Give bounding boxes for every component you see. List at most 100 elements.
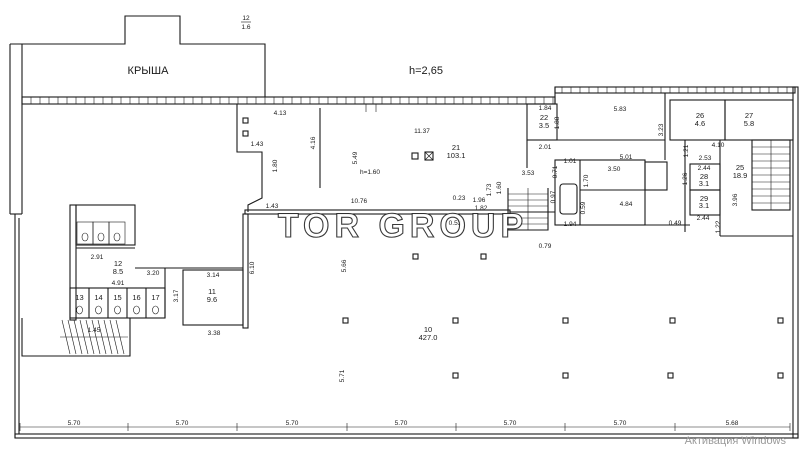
stairs-left (21, 318, 131, 357)
dimension-label: 4.16 (310, 136, 317, 149)
dimension-label: 5.49 (352, 151, 359, 164)
dimension-label: 1.45 (88, 327, 101, 334)
roof-mark-bottom: 1.6 (241, 24, 250, 31)
bottom-dimensions: 5.70 5.70 5.70 5.70 5.70 5.70 5.68 (68, 420, 739, 427)
toilet-icon (95, 305, 102, 315)
stall-number: 17 (151, 293, 159, 302)
room-labels: 10 427.0 11 9.6 12 8.5 21 103.1 22 3.5 2… (113, 111, 754, 342)
dimension-label: 5.70 (176, 420, 189, 427)
dimension-label: 2.01 (539, 144, 552, 151)
room-area: 4.6 (695, 119, 705, 128)
dimension-label: 6.10 (249, 261, 256, 274)
dimension-label: 2.53 (699, 155, 712, 162)
stall-number: 16 (132, 293, 140, 302)
room-number: 29 (700, 194, 708, 203)
dimension-label: 1.01 (564, 158, 577, 165)
dimension-label: 0.79 (539, 243, 552, 250)
dimension-label: 1.88 (554, 116, 561, 129)
room-number: 10 (424, 325, 432, 334)
dimension-label: 4.91 (112, 280, 125, 287)
windows-activation-notice: Активация Windows (685, 435, 787, 447)
dimension-label: 1.22 (715, 220, 722, 233)
dimension-label: 5.70 (395, 420, 408, 427)
toilet-icon (76, 305, 83, 315)
columns (342, 253, 784, 379)
room-area: 18.9 (733, 171, 748, 180)
dimension-label: 11.37 (414, 128, 430, 135)
dimension-label: 3.17 (173, 289, 180, 302)
dimension-labels: 4.13 11.37 1.84 5.83 1.88 3.23 4.10 2.01… (88, 105, 739, 382)
dimension-label: 5.70 (68, 420, 81, 427)
room-area: 8.5 (113, 267, 123, 276)
stairs-center (507, 188, 549, 231)
dimension-label: 3.96 (732, 193, 739, 206)
dimension-label: 3.38 (208, 330, 221, 337)
dimension-label: 1.84 (539, 105, 552, 112)
room-number: 25 (736, 163, 744, 172)
dimension-label: 4.13 (274, 110, 287, 117)
bottom-dimension-line (19, 423, 791, 431)
dimension-label: 3.20 (147, 270, 160, 277)
stall-number: 15 (113, 293, 121, 302)
dimension-label: 2.44 (697, 215, 710, 222)
mezzanine-height: h=1.60 (360, 169, 380, 176)
dimension-label: 4.84 (620, 201, 633, 208)
room-number: 12 (114, 259, 122, 268)
room-number: 11 (208, 287, 216, 296)
dimension-label: 0.59 (580, 201, 587, 214)
dimension-label: 5.66 (341, 259, 348, 272)
toilet-icon (114, 305, 121, 315)
dimension-label: 1.60 (496, 181, 503, 194)
dimension-label: 0.71 (552, 165, 559, 178)
dimension-label: 1.43 (266, 203, 279, 210)
dimension-label: 1.80 (272, 159, 279, 172)
dimension-label: 3.53 (522, 170, 535, 177)
dimension-label: 1.43 (251, 141, 264, 148)
toilet-icon (152, 305, 159, 315)
dimension-label: 0.23 (453, 195, 466, 202)
roof-height: h=2,65 (409, 65, 443, 77)
dimension-label: 1.73 (486, 183, 493, 196)
dimension-label: 0.97 (550, 190, 557, 203)
dimension-label: 5.70 (286, 420, 299, 427)
stairs-right (751, 139, 791, 211)
room-area: 3.5 (539, 121, 549, 130)
toilet-icon (133, 305, 140, 315)
dimension-label: 1.82 (475, 205, 488, 212)
vent-marker (424, 151, 434, 161)
room-number: 26 (696, 111, 704, 120)
lavatory-upper (76, 221, 126, 245)
room-number: 22 (540, 113, 548, 122)
room-area: 3.1 (699, 179, 709, 188)
roof-mark-top: 12 (242, 15, 250, 22)
dimension-label: 5.01 (620, 154, 633, 161)
column-marker (411, 152, 419, 160)
watermark: TOR GROUP (278, 207, 528, 245)
room-area: 5.8 (744, 119, 754, 128)
roof-labels: 12 1.6 КРЫША h=2,65 (128, 15, 443, 77)
room-area: 103.1 (447, 151, 466, 160)
stall-number: 13 (75, 293, 83, 302)
dimension-label: 5.70 (504, 420, 517, 427)
dimension-label: 1.70 (583, 174, 590, 187)
dimension-label: 4.10 (712, 142, 725, 149)
dimension-label: 0.49 (669, 220, 682, 227)
room-area: 9.6 (207, 295, 217, 304)
dimension-label: 1.26 (682, 172, 689, 185)
room-number: 28 (700, 172, 708, 181)
dimension-label: 5.68 (726, 420, 739, 427)
dimension-label: 3.14 (207, 272, 220, 279)
dimension-label: 3.50 (608, 166, 621, 173)
exterior-walls (9, 15, 799, 439)
dimension-label: 5.83 (614, 106, 627, 113)
dimension-label: 2.91 (91, 254, 104, 261)
dimension-label: 1.94 (564, 221, 577, 228)
dimension-label: 3.23 (658, 123, 665, 136)
room-number: 27 (745, 111, 753, 120)
dimension-label: 10.76 (351, 198, 368, 205)
dimension-label: 2.44 (698, 165, 711, 172)
dimension-label: 5.70 (614, 420, 627, 427)
dimension-label: 5.71 (339, 369, 346, 382)
dimension-label: 1.96 (473, 197, 486, 204)
dimension-label: 0.53 (449, 220, 462, 227)
